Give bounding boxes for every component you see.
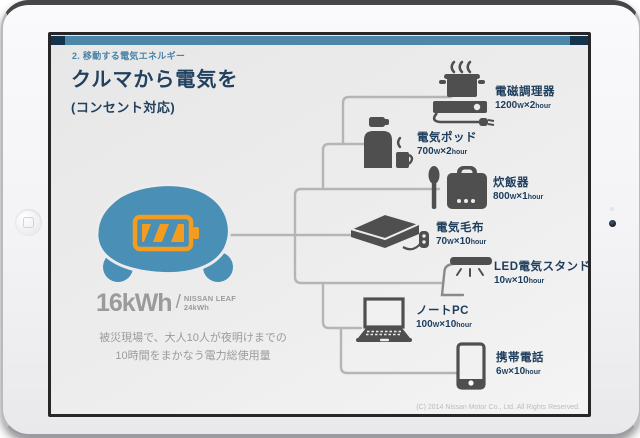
connector-lines: [226, 95, 465, 375]
appliance-row: LED電気スタンド 10W×10hour: [494, 258, 591, 286]
appliance-spec: 700W×2hour: [417, 146, 468, 157]
mobile-phone-icon: [456, 342, 486, 390]
car-model: NISSAN LEAF: [183, 294, 237, 303]
usage-caption-line1: 被災現場で、大人10人が夜明けまでの: [99, 332, 287, 344]
car-model-capacity: 24kWh: [183, 302, 210, 312]
page-subtitle: (コンセント対応): [71, 100, 176, 115]
progress-bar: [51, 36, 588, 45]
rice-cooker-icon: [428, 166, 487, 209]
electric-pot-icon: [364, 117, 414, 168]
laptop-icon: [356, 297, 412, 342]
appliance-label: ノートPC: [416, 305, 469, 317]
appliance-row: ノートPC 100W×10hour: [416, 302, 472, 330]
camera-icon: [609, 220, 616, 227]
appliance-label: 電気ポッド: [417, 132, 477, 144]
slide-screen: 2. 移動する電気エネルギー クルマから電気を (コンセント対応): [48, 32, 591, 417]
ev-car-icon: [95, 183, 233, 282]
appliance-spec: 6W×10hour: [496, 366, 541, 377]
appliance-spec: 1200W×2hour: [495, 100, 551, 111]
page-title: クルマから電気を: [71, 69, 239, 91]
appliance-spec: 800W×1hour: [493, 191, 544, 202]
home-button[interactable]: [15, 209, 42, 236]
appliance-label: 炊飯器: [493, 177, 529, 189]
battery-capacity: 16kWh / NISSAN LEAF 24kWh: [96, 291, 306, 316]
led-lamp-icon: [440, 257, 492, 297]
appliance-row: 電気毛布 70W×10hour: [436, 219, 486, 247]
appliance-label: LED電気スタンド: [494, 261, 591, 273]
appliance-label: 携帯電話: [496, 352, 544, 364]
electric-blanket-icon: [348, 212, 429, 251]
section-kicker: 2. 移動する電気エネルギー: [72, 51, 186, 61]
capacity-divider: /: [175, 292, 181, 313]
appliance-spec: 10W×10hour: [494, 275, 545, 286]
capacity-value: 16kWh: [96, 289, 173, 317]
progress-segment-right: [570, 36, 588, 45]
appliance-label: 電気毛布: [436, 222, 484, 234]
usage-caption-line2: 10時間をまかなう電力総使用量: [115, 350, 271, 362]
home-button-square-icon: [23, 217, 34, 228]
usage-caption: 被災現場で、大人10人が夜明けまでの 10時間をまかなう電力総使用量: [79, 329, 307, 365]
progress-segment-fill: [65, 36, 570, 45]
progress-segment-left: [51, 36, 65, 45]
battery-icon: [132, 214, 199, 252]
appliance-spec: 100W×10hour: [416, 319, 472, 330]
copyright-text: (C) 2014 Nissan Motor Co., Ltd. All Righ…: [416, 404, 580, 411]
appliance-row: 炊飯器 800W×1hour: [493, 174, 543, 202]
induction-cooker-icon: [432, 60, 495, 126]
appliance-spec: 70W×10hour: [436, 236, 487, 247]
light-sensor-dot: [610, 207, 614, 211]
appliance-row: 電気ポッド 700W×2hour: [417, 129, 477, 157]
appliance-row: 電磁調理器 1200W×2hour: [495, 83, 555, 111]
appliance-label: 電磁調理器: [495, 86, 555, 98]
appliance-row: 携帯電話 6W×10hour: [496, 349, 544, 377]
